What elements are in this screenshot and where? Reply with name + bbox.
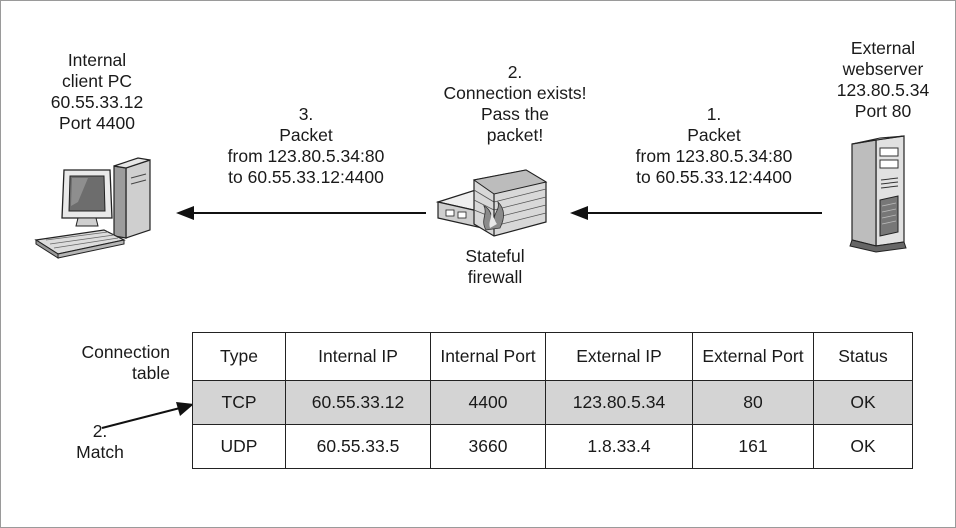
client-label-line: 60.55.33.12 (50, 92, 144, 112)
client-label-line: Internal (67, 50, 127, 70)
table-header-row: Type Internal IP Internal Port External … (192, 332, 913, 381)
server-label: External webserver 123.80.5.34 Port 80 (818, 38, 948, 122)
table-row: UDP 60.55.33.5 3660 1.8.33.4 161 OK (192, 424, 913, 469)
connection-table: Type Internal IP Internal Port External … (192, 332, 913, 469)
table-header-cell: Internal Port (430, 332, 546, 381)
step1-label: 1. Packet from 123.80.5.34:80 to 60.55.3… (608, 104, 820, 188)
server-icon (849, 135, 907, 253)
arrow-firewall-to-client (176, 206, 426, 220)
client-label-line: client PC (61, 71, 133, 91)
step3-line: from 123.80.5.34:80 (227, 146, 385, 166)
table-header-cell: Type (192, 332, 286, 381)
table-cell: 3660 (430, 424, 546, 469)
step2-line: 2. (507, 62, 523, 82)
table-cell: 161 (692, 424, 814, 469)
step2-label: 2. Connection exists! Pass the packet! (415, 62, 615, 146)
arrow-server-to-firewall (570, 206, 822, 220)
table-row: TCP 60.55.33.12 4400 123.80.5.34 80 OK (192, 380, 913, 425)
computer-icon (34, 157, 151, 259)
table-cell: TCP (192, 380, 286, 425)
table-cell: 123.80.5.34 (545, 380, 693, 425)
table-header-cell: Status (813, 332, 913, 381)
match-label-line: Match (76, 442, 124, 462)
match-arrow (101, 402, 194, 429)
step2-line: Pass the (480, 104, 550, 124)
table-cell: 1.8.33.4 (545, 424, 693, 469)
table-cell: OK (813, 380, 913, 425)
firewall-label-line: Stateful (465, 246, 525, 266)
firewall-icon (435, 169, 548, 237)
step1-line: Packet (687, 125, 741, 145)
server-label-line: Port 80 (854, 101, 912, 121)
table-cell: 4400 (430, 380, 546, 425)
table-cell: 60.55.33.12 (285, 380, 431, 425)
connection-table-label-line: table (132, 363, 170, 383)
table-cell: OK (813, 424, 913, 469)
step3-line: to 60.55.33.12:4400 (228, 167, 384, 187)
table-header-cell: Internal IP (285, 332, 431, 381)
step2-line: Connection exists! (443, 83, 587, 103)
connection-table-label-line: Connection (81, 342, 170, 362)
connection-table-label: Connection table (48, 342, 170, 384)
step1-line: 1. (706, 104, 722, 124)
step1-line: to 60.55.33.12:4400 (636, 167, 792, 187)
step3-line: 3. (298, 104, 314, 124)
table-cell: 80 (692, 380, 814, 425)
table-cell: UDP (192, 424, 286, 469)
table-header-cell: External IP (545, 332, 693, 381)
firewall-label: Stateful firewall (440, 246, 550, 288)
match-label: 2. Match (60, 421, 140, 463)
client-label: Internal client PC 60.55.33.12 Port 4400 (32, 50, 162, 134)
server-label-line: External (850, 38, 916, 58)
step1-line: from 123.80.5.34:80 (635, 146, 793, 166)
match-label-line: 2. (92, 421, 108, 441)
table-cell: 60.55.33.5 (285, 424, 431, 469)
server-label-line: 123.80.5.34 (836, 80, 930, 100)
server-label-line: webserver (842, 59, 924, 79)
firewall-label-line: firewall (467, 267, 523, 287)
client-label-line: Port 4400 (59, 113, 135, 133)
step3-line: Packet (279, 125, 333, 145)
table-header-cell: External Port (692, 332, 814, 381)
step3-label: 3. Packet from 123.80.5.34:80 to 60.55.3… (200, 104, 412, 188)
step2-line: packet! (486, 125, 544, 145)
